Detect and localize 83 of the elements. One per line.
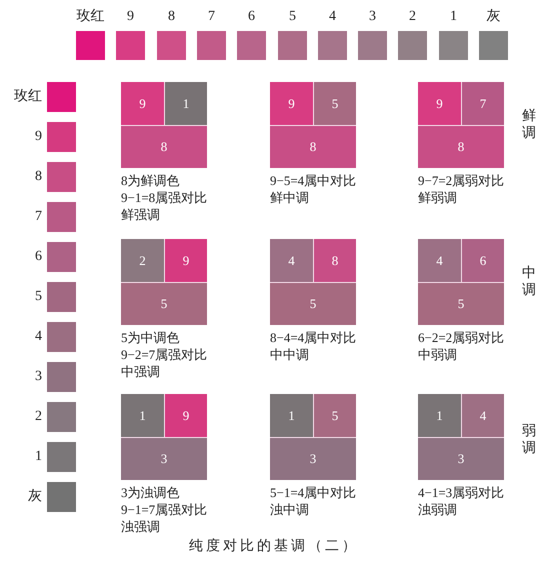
legend-label: 6 <box>35 248 42 266</box>
color-block: 3 <box>270 438 356 480</box>
color-block: 2 <box>121 239 164 282</box>
panel-note: 浊弱调 <box>418 502 457 518</box>
panel-note: 鲜强调 <box>121 207 160 223</box>
legend-label: 灰 <box>28 488 42 506</box>
color-block: 5 <box>121 283 207 325</box>
legend-label: 4 <box>35 328 42 346</box>
row-label: 鲜调 <box>522 108 536 142</box>
color-block: 9 <box>165 239 207 282</box>
legend-label: 6 <box>248 8 255 26</box>
panel-note: 3为浊调色 <box>121 485 180 501</box>
color-panel <box>270 239 356 325</box>
color-block: 8 <box>314 239 356 282</box>
legend-label: 2 <box>409 8 416 26</box>
legend-label: 9 <box>35 128 42 146</box>
color-block: 3 <box>418 438 504 480</box>
color-block: 7 <box>462 82 504 125</box>
panel-note: 9−1=8属强对比 <box>121 190 208 206</box>
panel-note: 9−7=2属弱对比 <box>418 173 504 189</box>
color-block: 5 <box>418 283 504 325</box>
panel-note: 5−1=4属中对比 <box>270 485 356 501</box>
legend-label: 玫红 <box>14 88 42 106</box>
legend-label: 3 <box>369 8 376 26</box>
color-block: 4 <box>462 394 504 437</box>
legend-label: 8 <box>35 168 42 186</box>
legend-label: 1 <box>35 448 42 466</box>
legend-label: 5 <box>35 288 42 306</box>
panel-note: 9−1=7属强对比 <box>121 502 208 518</box>
figure-caption: 纯度对比的基调（二） <box>189 538 359 556</box>
legend-label: 4 <box>329 8 336 26</box>
color-block: 9 <box>165 394 207 437</box>
color-block: 1 <box>165 82 207 125</box>
panel-note: 5为中调色 <box>121 330 180 346</box>
color-panel <box>270 82 356 168</box>
color-panel <box>121 239 207 325</box>
legend-label: 玫红 <box>76 8 104 26</box>
legend-label: 灰 <box>486 8 500 26</box>
panel-note: 浊强调 <box>121 519 160 535</box>
panel-note: 4−1=3属弱对比 <box>418 485 504 501</box>
color-block: 8 <box>418 126 504 168</box>
color-block: 5 <box>314 394 356 437</box>
legend-label: 1 <box>450 8 457 26</box>
color-panel <box>418 239 504 325</box>
color-panel <box>121 82 207 168</box>
color-block: 9 <box>270 82 313 125</box>
color-block: 5 <box>314 82 356 125</box>
color-panel <box>418 82 504 168</box>
panel-note: 中中调 <box>270 347 309 363</box>
panel-note: 鲜弱调 <box>418 190 457 206</box>
color-block: 6 <box>462 239 504 282</box>
legend-label: 7 <box>35 208 42 226</box>
color-panel <box>121 394 207 480</box>
panel-note: 9−5=4属中对比 <box>270 173 356 189</box>
panel-note: 8为鲜调色 <box>121 173 180 189</box>
panel-note: 中弱调 <box>418 347 457 363</box>
panel-note: 9−2=7属强对比 <box>121 347 208 363</box>
color-block: 9 <box>121 82 164 125</box>
color-block: 1 <box>270 394 313 437</box>
panel-note: 8−4=4属中对比 <box>270 330 356 346</box>
color-block: 4 <box>270 239 313 282</box>
panel-note: 浊中调 <box>270 502 309 518</box>
legend-label: 2 <box>35 408 42 426</box>
color-block: 3 <box>121 438 207 480</box>
legend-label: 5 <box>289 8 296 26</box>
row-label: 弱调 <box>522 423 536 457</box>
color-panel <box>418 394 504 480</box>
color-block: 5 <box>270 283 356 325</box>
color-panel <box>270 394 356 480</box>
panel-note: 6−2=2属弱对比 <box>418 330 504 346</box>
color-block: 9 <box>418 82 461 125</box>
row-label: 中调 <box>522 265 536 299</box>
color-block: 8 <box>270 126 356 168</box>
color-block: 4 <box>418 239 461 282</box>
color-block: 1 <box>121 394 164 437</box>
legend-label: 7 <box>208 8 215 26</box>
legend-label: 9 <box>127 8 134 26</box>
legend-label: 8 <box>168 8 175 26</box>
color-block: 8 <box>121 126 207 168</box>
color-block: 1 <box>418 394 461 437</box>
panel-note: 中强调 <box>121 364 160 380</box>
panel-note: 鲜中调 <box>270 190 309 206</box>
legend-label: 3 <box>35 368 42 386</box>
